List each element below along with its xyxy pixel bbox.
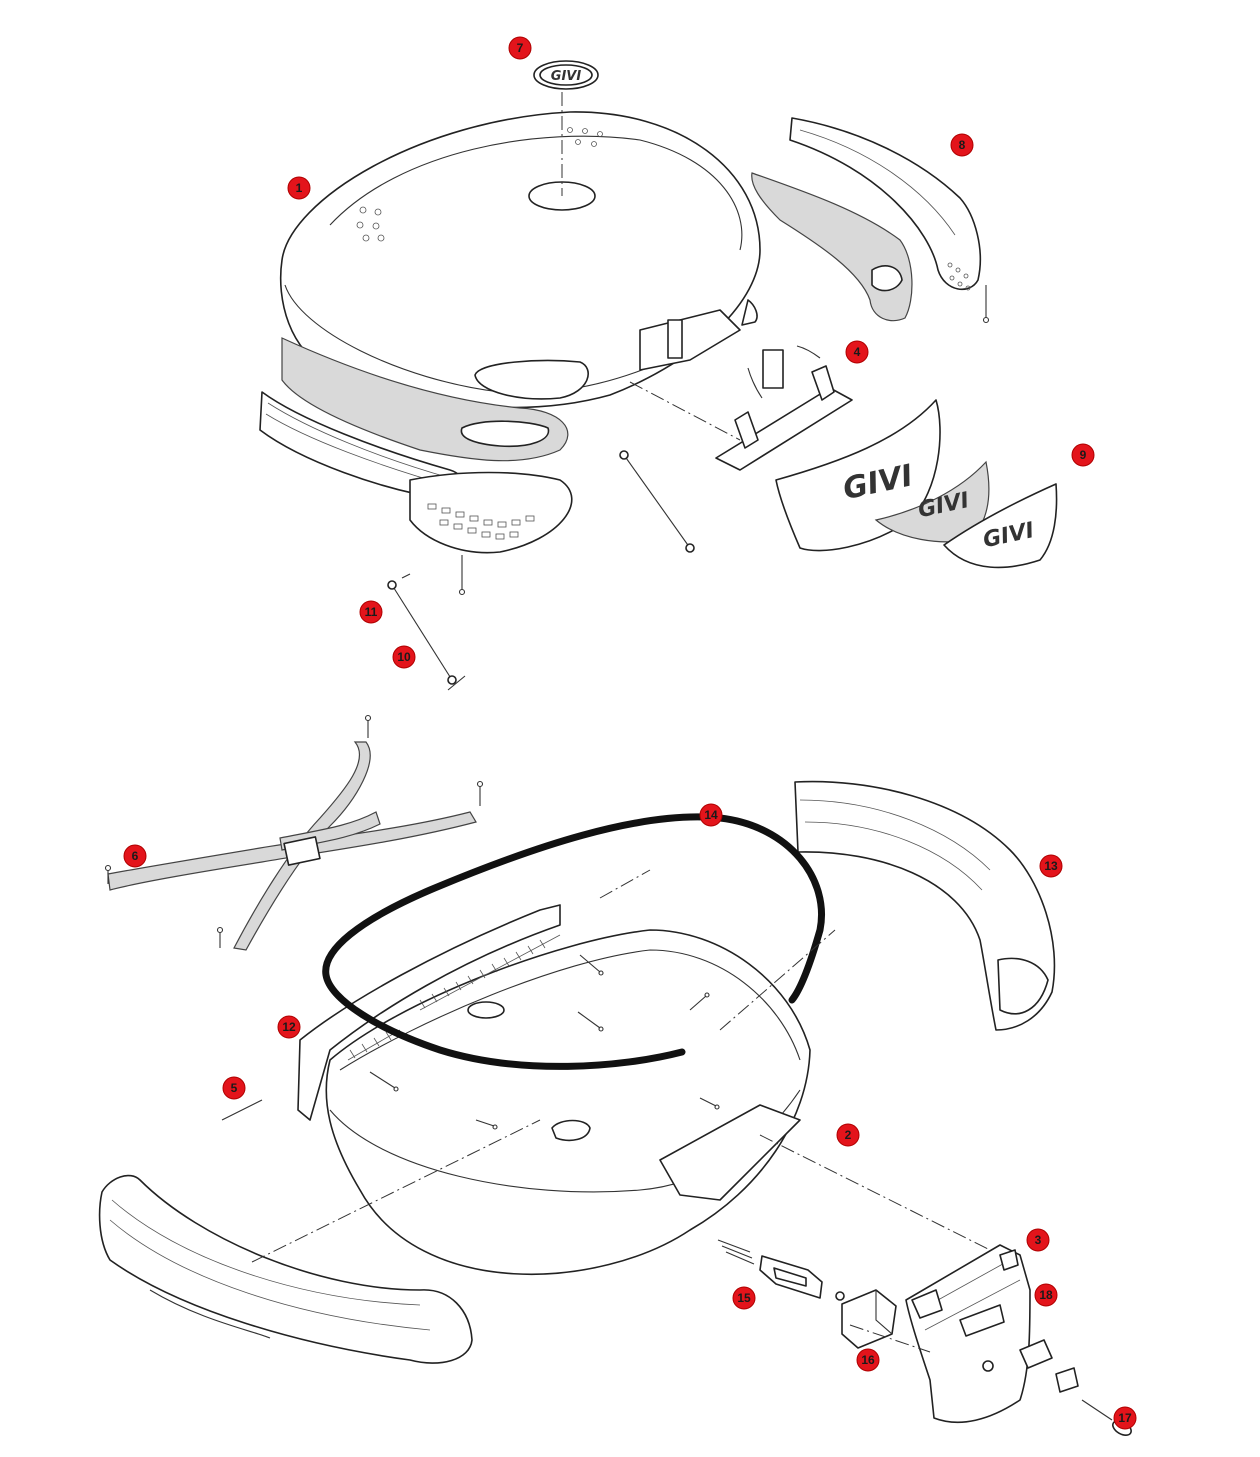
callout-5: 5 — [222, 1076, 246, 1100]
callout-16: 16 — [856, 1348, 880, 1372]
callout-18-label: 18 — [1039, 1288, 1053, 1302]
lid-hinge-bracket — [715, 345, 853, 471]
callout-17-label: 17 — [1118, 1411, 1132, 1425]
callout-10-label: 10 — [397, 650, 411, 664]
callout-6: 6 — [123, 844, 147, 868]
lid-front-cover — [259, 391, 573, 596]
callout-15: 15 — [732, 1286, 756, 1310]
callout-14: 14 — [699, 803, 723, 827]
lid-grille-pattern — [427, 503, 535, 540]
rubber-seal — [322, 813, 825, 1070]
callout-3-label: 3 — [1035, 1233, 1042, 1247]
callout-14-label: 14 — [704, 808, 718, 822]
callout-6-label: 6 — [132, 849, 139, 863]
emblem-logo-text: GIVI — [551, 69, 582, 84]
callout-8-label: 8 — [959, 138, 966, 152]
callout-9-label: 9 — [1080, 448, 1087, 462]
callout-13-label: 13 — [1044, 859, 1058, 873]
callout-5-label: 5 — [231, 1081, 238, 1095]
lid-rod-top — [619, 450, 695, 553]
lid-shell — [279, 111, 761, 409]
callout-11-label: 11 — [365, 605, 378, 619]
callout-18: 18 — [1034, 1283, 1058, 1307]
rear-side-cover — [794, 780, 1056, 1031]
lock-spring-slider — [717, 1239, 823, 1299]
lid-rod-bottom — [387, 573, 466, 691]
base-shell — [325, 929, 811, 1275]
callout-1-label: 1 — [296, 181, 303, 195]
callout-12-label: 12 — [282, 1020, 296, 1034]
liner-teeth — [347, 934, 561, 1061]
callout-11: 11 — [359, 600, 383, 624]
callout-8: 8 — [950, 133, 974, 157]
latch-housing — [905, 1244, 1031, 1424]
callout-9: 9 — [1071, 443, 1095, 467]
callout-2: 2 — [836, 1123, 860, 1147]
lock-block — [835, 1289, 897, 1349]
callout-7-label: 7 — [517, 41, 524, 55]
callout-15-label: 15 — [737, 1291, 751, 1305]
base-front-cover — [98, 1174, 473, 1364]
side-grille — [947, 262, 971, 291]
callout-4-label: 4 — [854, 345, 861, 359]
callout-10: 10 — [392, 645, 416, 669]
callout-16-label: 16 — [861, 1353, 875, 1367]
locating-pin — [221, 1099, 263, 1121]
callout-12: 12 — [277, 1015, 301, 1039]
base-screws — [369, 954, 720, 1130]
emblem-badge: GIVI — [533, 60, 599, 90]
callout-1: 1 — [287, 176, 311, 200]
callout-4: 4 — [845, 340, 869, 364]
callout-3: 3 — [1026, 1228, 1050, 1252]
front-logo-panel: GIVI GIVI GIVI — [775, 399, 1058, 569]
lid-vent-holes — [356, 127, 603, 242]
callout-13: 13 — [1039, 854, 1063, 878]
callout-7: 7 — [508, 36, 532, 60]
callout-2-label: 2 — [845, 1128, 852, 1142]
callout-17: 17 — [1113, 1406, 1137, 1430]
side-reflector-assembly — [751, 117, 990, 324]
retaining-straps — [104, 714, 484, 951]
base-side-liner — [297, 904, 561, 1121]
